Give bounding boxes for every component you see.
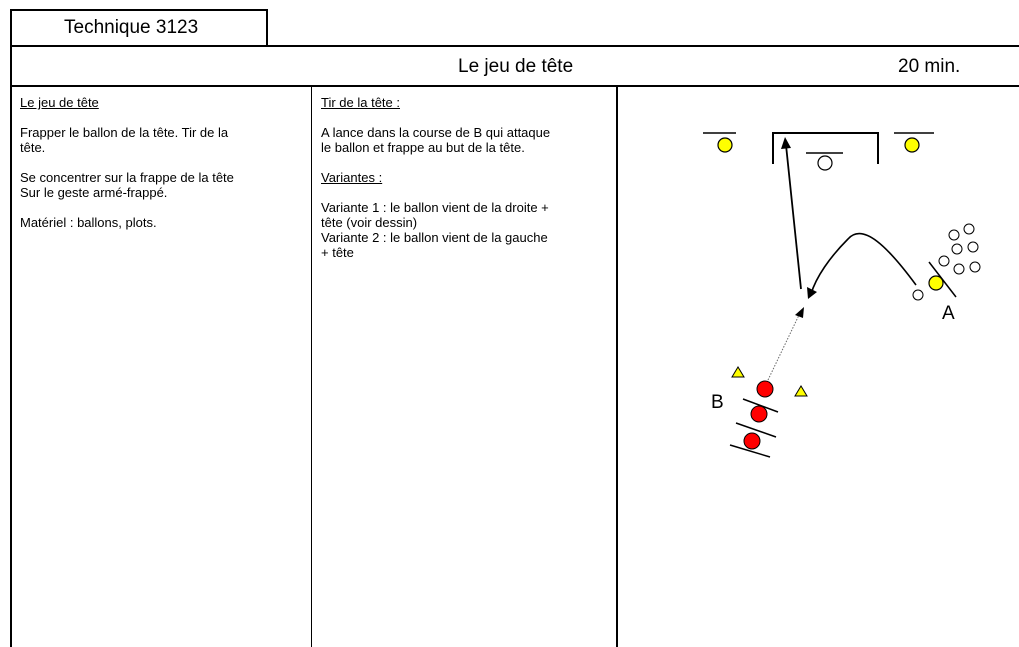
- yellow-player: [904, 137, 920, 153]
- duration-label: 20 min.: [898, 56, 961, 77]
- organisation-line: A lance dans la course de B qui attaque: [321, 125, 551, 140]
- drill-diagram: A B: [703, 132, 981, 458]
- title-row: Le jeu de tête 20 min.: [10, 45, 1019, 87]
- red-player: [750, 405, 768, 423]
- yellow-player: [717, 137, 733, 153]
- red-player: [743, 432, 761, 450]
- ball: [912, 289, 924, 301]
- page-title: Le jeu de tête: [458, 56, 574, 77]
- description-line: Se concentrer sur la frappe de la tête: [20, 170, 234, 185]
- arrowhead: [781, 137, 791, 149]
- variants-heading: Variantes :: [321, 170, 383, 185]
- arrowhead: [795, 307, 804, 318]
- arrowhead: [807, 287, 817, 299]
- variant-line: tête (voir dessin): [321, 215, 418, 230]
- description-line: Sur le geste armé-frappé.: [20, 185, 168, 200]
- label-a: A: [942, 303, 955, 324]
- player-line: [729, 444, 771, 458]
- organisation-heading: Tir de la tête :: [321, 95, 400, 110]
- variant-line: + tête: [321, 245, 354, 260]
- diagram-column: A B: [618, 87, 1019, 647]
- cross-curve: [810, 232, 917, 295]
- player-line: [735, 422, 777, 438]
- shot-arrow: [785, 144, 802, 290]
- materials-line: Matériel : ballons, plots.: [20, 215, 157, 230]
- ball: [963, 223, 975, 235]
- cone: [731, 366, 745, 378]
- description-column: Le jeu de tête Frapper le ballon de la t…: [10, 87, 312, 647]
- player-a: [928, 275, 944, 291]
- technique-tab: Technique 3123: [10, 9, 268, 45]
- variant-line: Variante 2 : le ballon vient de la gauch…: [321, 230, 548, 245]
- ball: [951, 243, 963, 255]
- player-line: [742, 398, 779, 413]
- description-line: Frapper le ballon de la tête. Tir de la: [20, 125, 229, 140]
- red-player: [756, 380, 774, 398]
- goal-frame: [772, 132, 879, 164]
- ball: [938, 255, 950, 267]
- technique-label: Technique 3123: [64, 17, 199, 38]
- description-line: tête.: [20, 140, 46, 155]
- variant-line: Variante 1 : le ballon vient de la droit…: [321, 200, 549, 215]
- ball: [969, 261, 981, 273]
- ball: [948, 229, 960, 241]
- label-b: B: [711, 392, 724, 413]
- description-heading: Le jeu de tête: [20, 95, 99, 110]
- cone: [794, 385, 808, 397]
- organisation-column: Tir de la tête : A lance dans la course …: [312, 87, 618, 647]
- goalkeeper-marker: [817, 155, 833, 171]
- organisation-line: le ballon et frappe au but de la tête.: [321, 140, 525, 155]
- run-path: [767, 314, 800, 381]
- ball: [967, 241, 979, 253]
- ball: [953, 263, 965, 275]
